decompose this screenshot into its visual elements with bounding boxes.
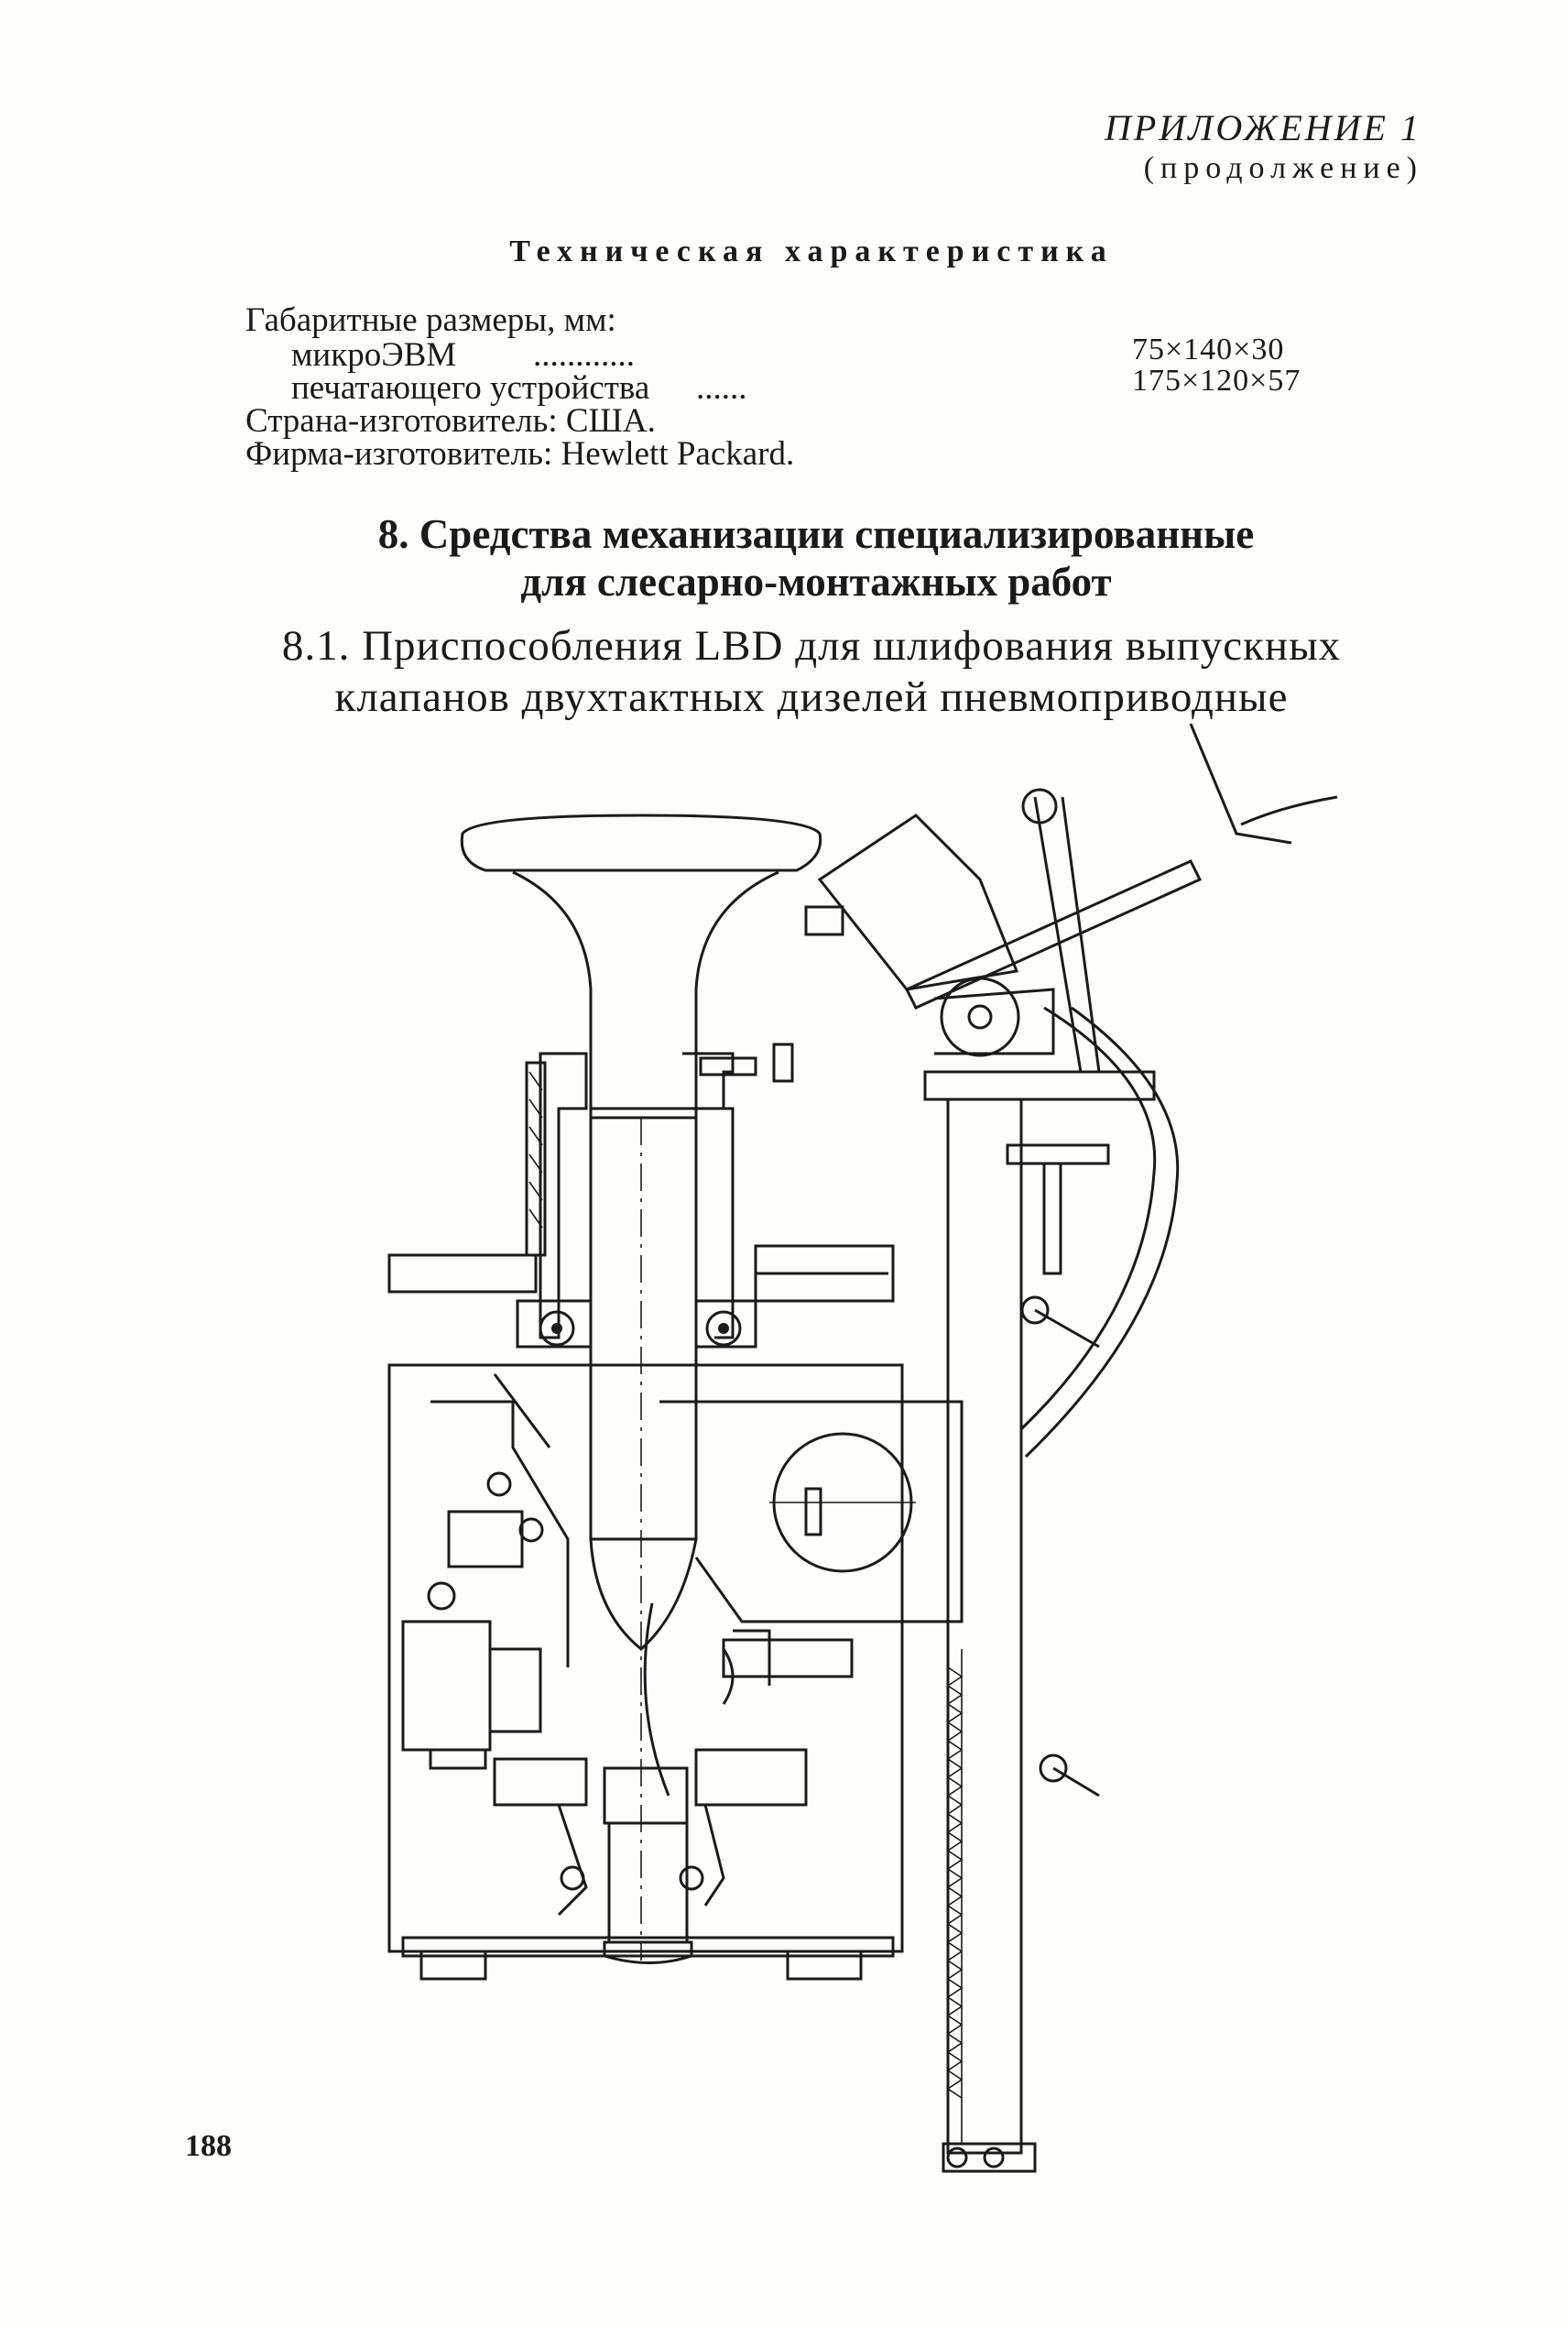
spec-row-label: печатающего устройства: [291, 369, 650, 407]
rack-column: [923, 1070, 1156, 2173]
dimensions-label: Габаритные размеры, мм:: [245, 301, 616, 339]
fixture-drawing: [387, 723, 1338, 2173]
appendix-label: ПРИЛОЖЕНИЕ 1: [1105, 107, 1421, 148]
country-line: Страна-изготовитель: США.: [245, 402, 656, 440]
section-title-line1: 8. Средства механизации специализированн…: [377, 511, 1255, 557]
spec-row-label: микроЭВМ: [291, 336, 457, 374]
valve-head: [460, 814, 822, 1120]
spec-row-value: 175×120×57: [1132, 364, 1301, 398]
section-title-line2: для слесарно-монтажных работ: [520, 559, 1112, 605]
subsection-title-line2: клапанов двухтактных дизелей пневмоприво…: [334, 673, 1289, 721]
cabinet: [387, 1363, 904, 1981]
leader-dots: ............: [533, 336, 635, 374]
leader-dots: ......: [696, 369, 747, 407]
page-number: 188: [185, 2129, 232, 2163]
spindle-column: [589, 1107, 698, 1964]
upper-housing: [387, 1043, 895, 1349]
manufacturer-line: Фирма-изготовитель: Hewlett Packard.: [245, 435, 795, 473]
continued-label: (продолжение): [1143, 151, 1423, 185]
support-arm: [1019, 1006, 1180, 1458]
carriage-box: [659, 1400, 964, 1705]
spec-heading: Техническая характеристика: [509, 235, 1114, 268]
spec-row-value: 75×140×30: [1132, 333, 1285, 366]
subsection-title-line1: 8.1. Приспособления LBD для шлифования в…: [281, 622, 1342, 670]
grinding-head: [804, 723, 1338, 1073]
